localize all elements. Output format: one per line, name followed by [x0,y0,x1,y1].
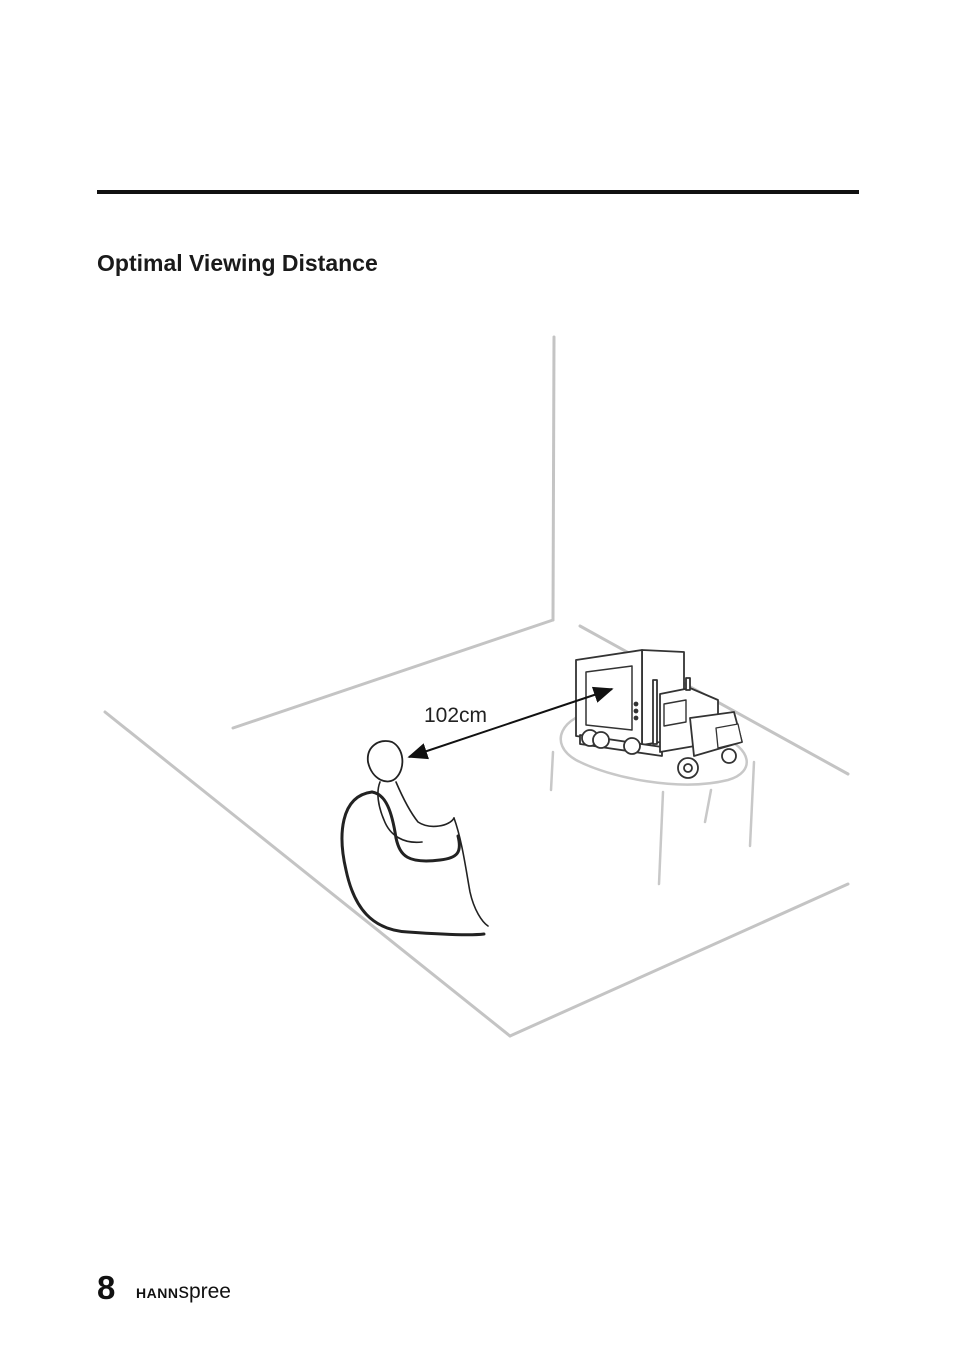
brand-logo-light: spree [178,1280,231,1303]
brand-logo-bold: HANN [136,1285,178,1301]
room-outline [105,337,848,1036]
seated-viewer-icon [342,741,488,935]
truck-tv-icon [576,650,742,778]
page-number: 8 [97,1268,115,1308]
distance-label: 102cm [424,704,487,727]
brand-logo: HANNspree [136,1280,231,1306]
